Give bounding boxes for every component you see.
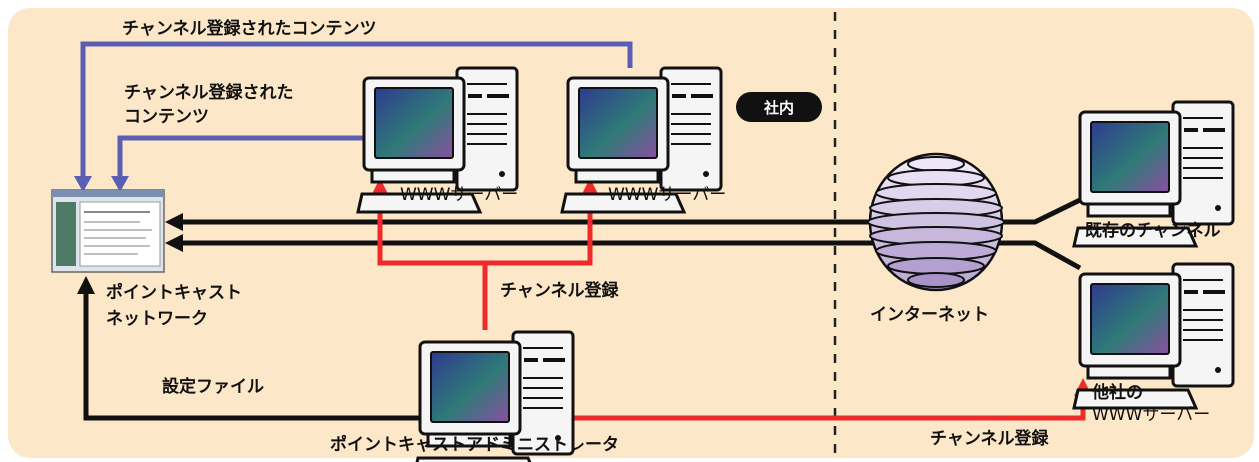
internet-label: インターネット [870, 305, 989, 325]
pointcast-network-label-line1: ポイントキャスト [106, 282, 242, 303]
www-server-label-1: WWWサーバー [400, 185, 518, 205]
content-arrow-left [111, 176, 129, 192]
internal-badge [736, 92, 822, 122]
channel-register-bottom-label: チャンネル登録 [930, 428, 1049, 449]
settings-file-line [83, 292, 420, 421]
settings-file-arrow [77, 276, 95, 294]
channel-content-left-label-line1: チャンネル登録された [124, 82, 294, 103]
channel-content-left-label-line2: コンテンツ [124, 107, 209, 127]
other-company-label-line2: WWWサーバー [1092, 405, 1210, 425]
other-company-label-line1: 他社の [1091, 382, 1143, 403]
existing-channel-label: 既存のチャンネル [1085, 220, 1221, 241]
pointcast-window-icon [51, 189, 165, 273]
other-company-line [180, 240, 1082, 271]
channel-register-line [377, 195, 593, 330]
administrator-label: ポイントキャストアドミニストレータ [330, 434, 619, 455]
channel-register-arrow-1 [371, 178, 389, 196]
pointcast-network-label-line2: ネットワーク [106, 309, 208, 329]
channel-register-arrow-2 [581, 178, 599, 196]
internal-badge-label: 社内 [763, 99, 794, 117]
settings-file-label: 設定ファイル [162, 376, 264, 397]
existing-channel-arrow [165, 213, 183, 231]
www-server-label-2: WWWサーバー [608, 185, 726, 205]
channel-register-center-label: チャンネル登録 [500, 280, 619, 301]
content-arrow-top [74, 176, 92, 192]
other-company-arrow [165, 234, 183, 252]
channel-content-top-label: チャンネル登録されたコンテンツ [122, 18, 377, 39]
existing-channel-line [180, 197, 1082, 225]
diagram-background [8, 8, 1254, 458]
internet-globe-icon [867, 152, 1005, 292]
content-line-top [80, 41, 633, 180]
